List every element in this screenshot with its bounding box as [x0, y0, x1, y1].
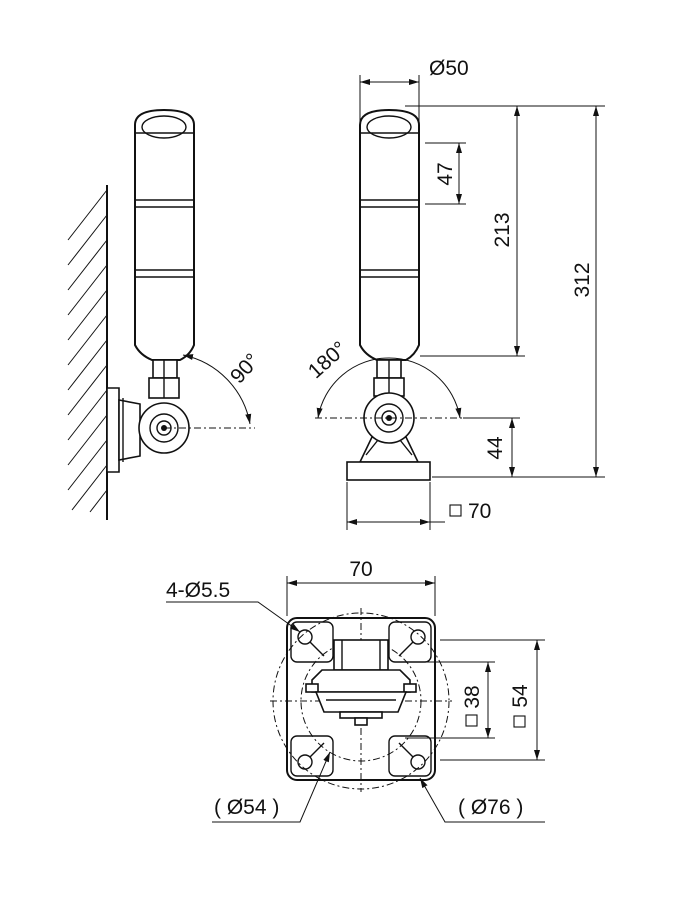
- wall-hatching: [67, 185, 108, 520]
- square-54-dimension: 54: [440, 639, 545, 761]
- signal-tower-front: [359, 108, 420, 397]
- width-70-dimension: 70: [286, 558, 436, 616]
- holes-leader: 4-Ø5.5: [166, 579, 301, 633]
- square-70-dimension: 70: [346, 482, 491, 530]
- wall-bracket-side: [106, 387, 190, 473]
- dia-54-label: ( Ø54 ): [214, 796, 279, 819]
- height-213-dimension: 213: [405, 105, 525, 357]
- mounting-holes: [290, 621, 432, 777]
- sq-38-label: 38: [461, 685, 484, 708]
- square-54-symbol-icon: [513, 715, 526, 728]
- base-mechanism: [305, 639, 417, 726]
- h-47-label: 47: [434, 162, 457, 185]
- side-view-wall-mount: 90°: [67, 108, 264, 520]
- square-symbol-icon: [449, 504, 462, 517]
- h-213-label: 213: [491, 212, 514, 247]
- square-38-symbol-icon: [465, 714, 478, 727]
- angle-180-label: 180°: [304, 337, 352, 383]
- h-312-label: 312: [571, 262, 594, 297]
- width-70-label: 70: [349, 558, 372, 581]
- sq-54-label: 54: [509, 684, 532, 708]
- holes-label: 4-Ø5.5: [166, 579, 230, 602]
- height-312-dimension: 312: [432, 105, 605, 478]
- height-44-dimension: 44: [463, 417, 520, 477]
- signal-tower-side: [134, 108, 195, 399]
- front-view-floor-mount: 180° Ø50 47 213 312: [304, 57, 605, 530]
- dia-54-leader: ( Ø54 ): [212, 751, 331, 823]
- diameter-50-dimension: Ø50: [359, 57, 469, 122]
- dia-76-leader: ( Ø76 ): [419, 777, 545, 823]
- dia-76-label: ( Ø76 ): [458, 796, 523, 819]
- square-38-dimension: 38: [405, 661, 495, 739]
- h-44-label: 44: [484, 436, 507, 460]
- height-47-dimension: 47: [425, 142, 466, 205]
- sq-70-label: 70: [468, 500, 491, 523]
- floor-base-front: [315, 392, 463, 481]
- bottom-view-base-plate: 70 4-Ø5.5 38 54 ( Ø54 ): [166, 558, 545, 823]
- angle-90-label: 90°: [226, 349, 264, 388]
- dia-50-label: Ø50: [429, 57, 469, 80]
